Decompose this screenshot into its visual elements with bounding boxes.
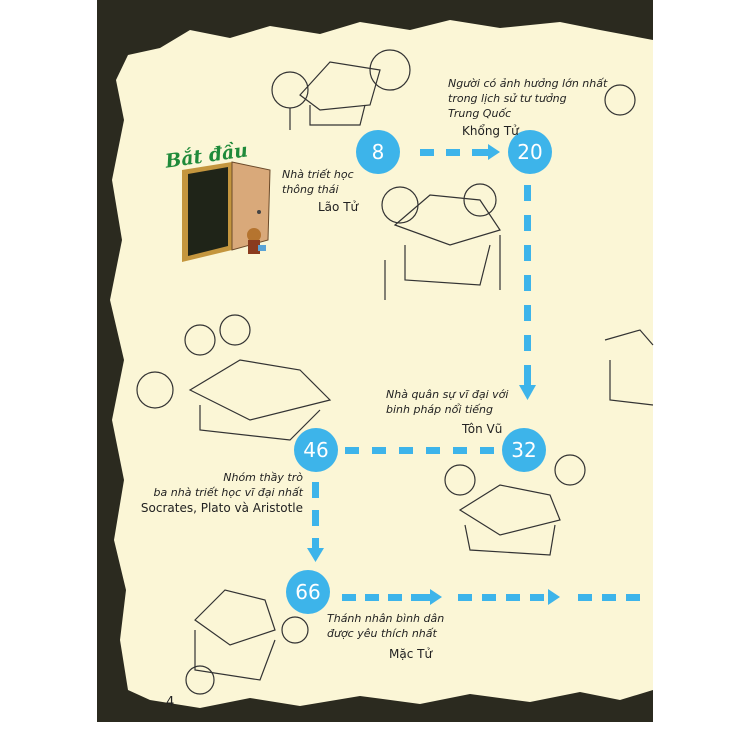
stop-32-marker[interactable]: 32 bbox=[502, 428, 546, 472]
caption-line: trong lịch sử tư tưởng bbox=[448, 92, 567, 105]
caption-line: được yêu thích nhất bbox=[327, 627, 437, 640]
stop-8-marker[interactable]: 8 bbox=[356, 130, 400, 174]
caption-line: Nhà triết học bbox=[282, 168, 354, 181]
caption-line: binh pháp nổi tiếng bbox=[386, 403, 493, 416]
house-drawing bbox=[185, 589, 309, 695]
path-dash bbox=[446, 149, 460, 156]
courtyard-drawing bbox=[136, 314, 332, 441]
path-dash bbox=[399, 447, 413, 454]
pavilion-drawing bbox=[444, 454, 586, 556]
door-illustration bbox=[182, 161, 271, 262]
path-dash bbox=[506, 594, 520, 601]
stop-46-marker[interactable]: 46 bbox=[294, 428, 338, 472]
path-dash bbox=[426, 447, 440, 454]
path-dash bbox=[420, 149, 434, 156]
path-dash bbox=[626, 594, 640, 601]
path-dash bbox=[420, 594, 434, 601]
path-dash bbox=[530, 594, 544, 601]
path-dash bbox=[524, 370, 531, 385]
stop-66-name: Mặc Tử bbox=[389, 647, 433, 661]
stop-20-caption: Người có ảnh hưởng lớn nhất trong lịch s… bbox=[448, 76, 607, 121]
path-dash bbox=[476, 149, 490, 156]
stop-66-marker[interactable]: 66 bbox=[286, 570, 330, 614]
caption-line: Người có ảnh hưởng lớn nhất bbox=[448, 77, 608, 90]
path-dash bbox=[482, 594, 496, 601]
temple-drawing bbox=[381, 183, 501, 300]
path-arrow bbox=[548, 589, 560, 605]
stop-46-name: Socrates, Plato và Aristotle bbox=[140, 501, 303, 515]
path-arrow bbox=[519, 385, 536, 400]
path-dash bbox=[524, 215, 531, 231]
path-dash bbox=[342, 594, 356, 601]
path-dash bbox=[372, 447, 386, 454]
parchment bbox=[110, 20, 653, 708]
path-dash bbox=[524, 335, 531, 351]
path-dash bbox=[411, 594, 425, 601]
path-dash bbox=[578, 594, 592, 601]
caption-line: ba nhà triết học vĩ đại nhất bbox=[153, 486, 303, 499]
path-arrow bbox=[488, 144, 500, 160]
stop-20-name: Khổng Tử bbox=[462, 124, 519, 138]
hut-drawing bbox=[271, 49, 411, 130]
caption-line: Thánh nhân bình dân bbox=[327, 612, 445, 625]
path-dash bbox=[365, 594, 379, 601]
path-dash bbox=[453, 447, 467, 454]
path-dash bbox=[524, 275, 531, 291]
path-dash bbox=[524, 245, 531, 261]
caption-line: thông thái bbox=[282, 183, 339, 196]
page-number: 4 bbox=[166, 695, 175, 710]
path-dash bbox=[458, 594, 472, 601]
caption-line: Trung Quốc bbox=[448, 107, 512, 120]
path-dash bbox=[480, 447, 494, 454]
path-dash bbox=[312, 510, 319, 526]
path-dash bbox=[312, 538, 319, 550]
path-dash bbox=[388, 594, 402, 601]
stop-8-name: Lão Tử bbox=[318, 200, 359, 214]
stop-20-marker[interactable]: 20 bbox=[508, 130, 552, 174]
edge-building-drawing bbox=[604, 84, 654, 406]
stop-66-caption: Thánh nhân bình dân được yêu thích nhất bbox=[327, 611, 444, 641]
caption-line: Nhà quân sự vĩ đại với bbox=[386, 388, 509, 401]
path-dash bbox=[524, 305, 531, 321]
path-dash bbox=[602, 594, 616, 601]
stop-32-name: Tôn Vũ bbox=[462, 422, 503, 436]
stop-32-caption: Nhà quân sự vĩ đại với binh pháp nổi tiế… bbox=[386, 387, 508, 417]
path-arrow bbox=[430, 589, 442, 605]
path-arrow bbox=[307, 548, 324, 562]
route-path bbox=[307, 144, 640, 605]
path-dash bbox=[524, 185, 531, 201]
path-dash bbox=[312, 482, 319, 498]
path-dash bbox=[345, 447, 359, 454]
stop-8-caption: Nhà triết học thông thái bbox=[282, 167, 354, 197]
caption-line: Nhóm thầy trò bbox=[223, 471, 303, 484]
stop-46-caption: Nhóm thầy trò ba nhà triết học vĩ đại nh… bbox=[154, 470, 303, 500]
